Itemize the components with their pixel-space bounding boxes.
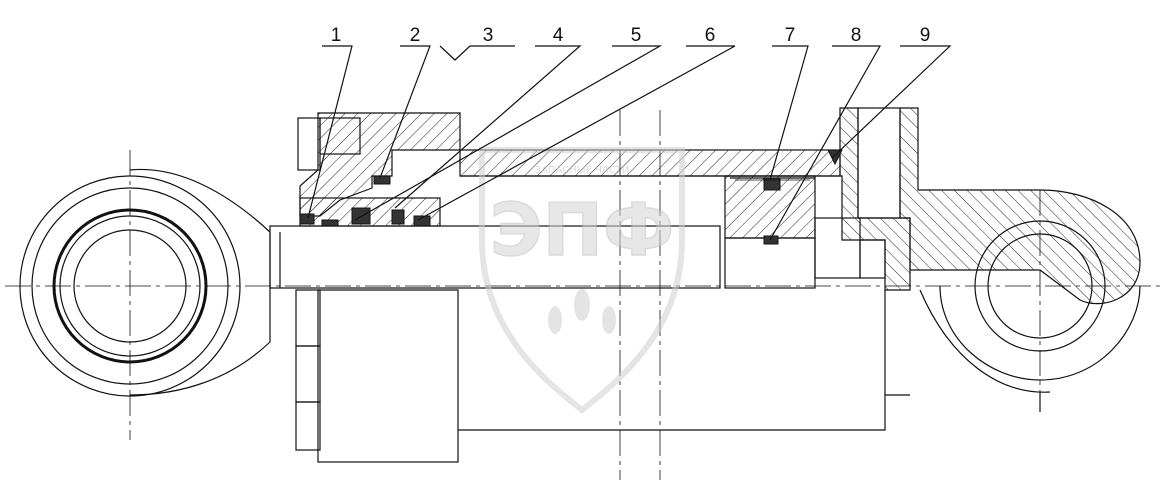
- cylinder-tube: [458, 149, 910, 431]
- callout-6: 6: [705, 25, 716, 46]
- callout-leaders: [307, 45, 952, 241]
- callout-7: 7: [785, 25, 796, 46]
- callout-5: 5: [631, 25, 642, 46]
- callout-2: 2: [410, 25, 421, 46]
- callout-3: 3: [483, 25, 494, 46]
- rear-cap: [814, 107, 1141, 412]
- piston-rod: [269, 225, 721, 289]
- callout-labels: 1 2 3 4 5 6 7 8 9: [331, 25, 931, 46]
- watermark-logo: ЭПФ ЗАПАСНЫЕ ЧАСТИ: [479, 147, 685, 414]
- callout-8: 8: [851, 25, 862, 46]
- wheat-icon: [548, 289, 616, 334]
- center-lines: [5, 110, 1165, 480]
- watermark-logo-text: ЭПФ: [490, 188, 675, 272]
- callout-1: 1: [331, 25, 342, 46]
- piston: [724, 175, 816, 289]
- callout-9: 9: [920, 25, 931, 46]
- rod-eye-left: [19, 168, 271, 397]
- callout-4: 4: [553, 25, 564, 46]
- watermark-tagline: ЗАПАСНЫЕ ЧАСТИ: [535, 165, 630, 176]
